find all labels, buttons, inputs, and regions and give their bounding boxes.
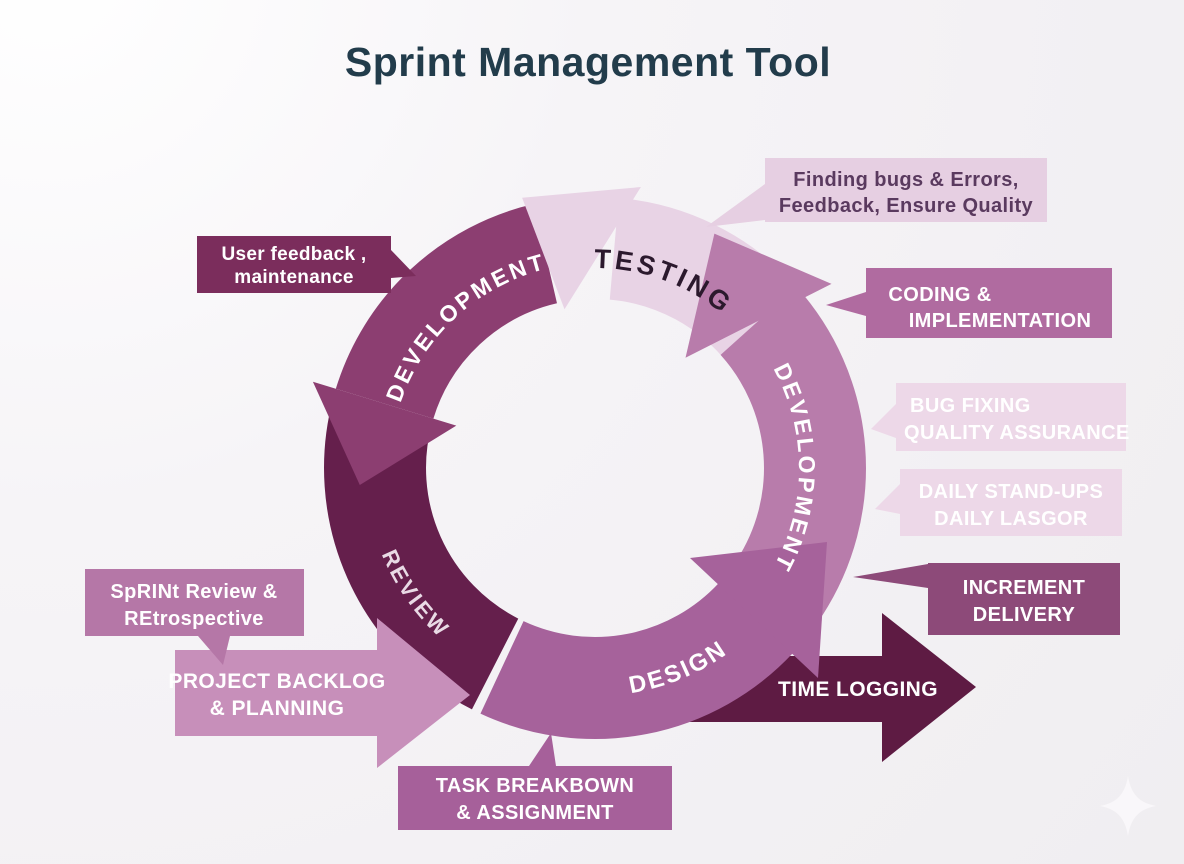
callout-coding: CODING & IMPLEMENTATION: [826, 268, 1112, 338]
development-top-left-segment-arc: [335, 203, 559, 420]
callout-box: [866, 268, 1112, 338]
sparkle-icon: [1100, 776, 1156, 836]
callout-tail: [706, 184, 765, 227]
callout-user-feedback: User feedback , maintenance: [197, 236, 416, 293]
callout-box: [928, 563, 1120, 635]
callout-finding-bugs: Finding bugs & Errors, Feedback, Ensure …: [706, 158, 1047, 227]
callout-text-line: INCREMENT: [963, 577, 1086, 599]
callout-daily-standups: DAILY STAND-UPS DAILY LASGOR: [875, 469, 1122, 536]
page-title: Sprint Management Tool: [345, 39, 831, 85]
development-right-arrowhead: [685, 233, 832, 358]
callout-box: [398, 766, 672, 830]
project-backlog-arrow: [175, 618, 470, 768]
callout-text-line: SpRINt Review &: [110, 581, 277, 603]
callout-box: [197, 236, 391, 293]
callout-text-line: & ASSIGNMENT: [456, 802, 613, 824]
callout-text-line: IMPLEMENTATION: [909, 310, 1092, 332]
callout-sprint-review: SpRINt Review & REtrospective: [85, 569, 304, 665]
callout-tail: [529, 733, 556, 766]
design-segment-arc: [480, 582, 794, 739]
callout-box: [85, 569, 304, 636]
callout-box: [765, 158, 1047, 222]
testing-arrowhead: [522, 187, 641, 310]
callout-text-line: DAILY STAND-UPS: [919, 481, 1104, 503]
design-arrowhead: [690, 542, 827, 678]
callout-text-line: Finding bugs & Errors,: [793, 169, 1018, 191]
callout-text-line: REtrospective: [124, 608, 264, 630]
callout-text-line: DELIVERY: [973, 604, 1076, 626]
callout-project-backlog: PROJECT BACKLOG & PLANNING: [168, 670, 385, 720]
callout-text-line: PROJECT BACKLOG: [168, 670, 385, 693]
callout-text-line: QUALITY ASSURANCE: [904, 422, 1130, 444]
callout-box: [900, 469, 1122, 536]
callout-task-breakdown: TASK BREAKBOWN & ASSIGNMENT: [398, 733, 672, 830]
callout-tail: [198, 636, 230, 665]
callout-tail: [853, 564, 928, 588]
callout-text-line: TASK BREAKBOWN: [436, 775, 635, 797]
callout-text-line: BUG FIXING: [910, 395, 1031, 417]
callout-increment-delivery: INCREMENT DELIVERY: [853, 563, 1120, 635]
callout-tail: [391, 250, 416, 278]
callout-text-line: DAILY LASGOR: [934, 508, 1088, 530]
callout-text-line: Feedback, Ensure Quality: [779, 195, 1034, 217]
time-logging-label: TIME LOGGING: [778, 678, 938, 701]
callout-text-line: maintenance: [234, 267, 353, 288]
callout-text-line: & PLANNING: [210, 697, 345, 720]
time-logging-arrow: [640, 613, 976, 762]
callout-text-line: User feedback ,: [222, 244, 367, 265]
callout-tail: [826, 292, 866, 316]
callout-box: [896, 383, 1126, 451]
callout-tail: [871, 404, 896, 438]
callout-text-line: CODING &: [888, 284, 991, 306]
development-top-left-arrowhead: [312, 381, 457, 485]
callout-tail: [875, 484, 900, 514]
callout-bug-fixing: BUG FIXING QUALITY ASSURANCE: [871, 383, 1130, 451]
